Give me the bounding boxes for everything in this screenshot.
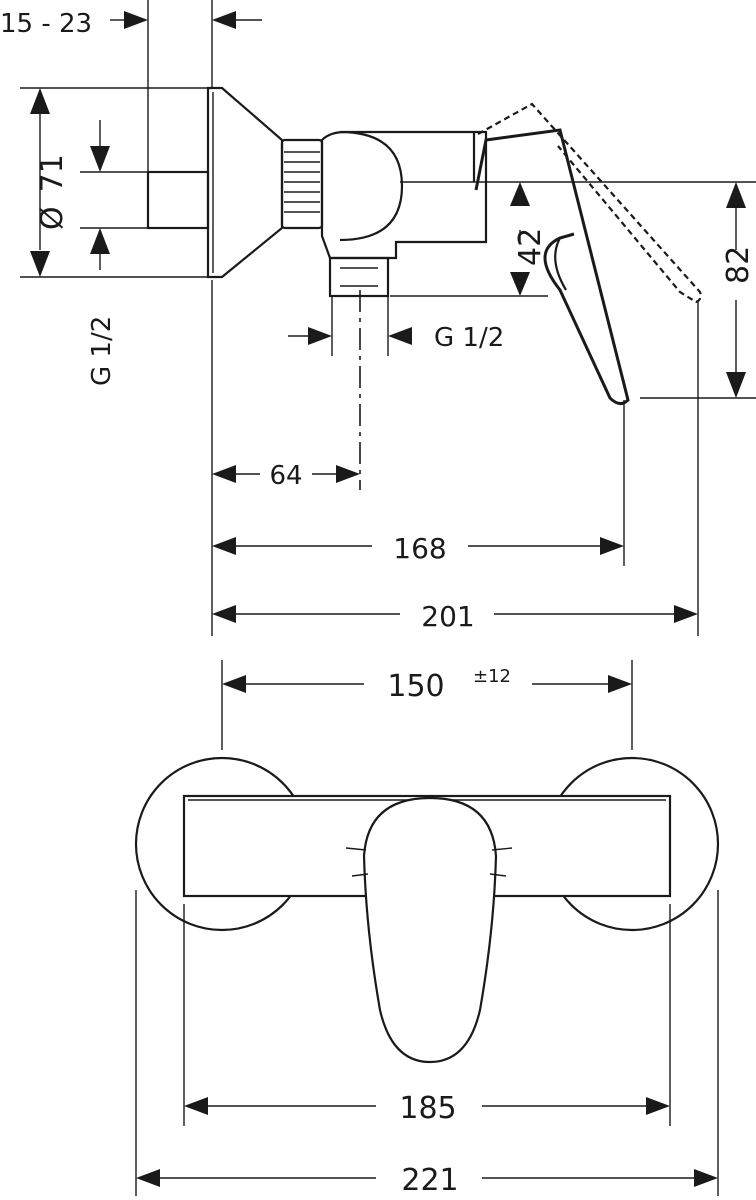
dim-wall-thickness: 15 - 23 <box>0 0 262 172</box>
dim-lever-reach: 168 <box>212 532 624 565</box>
lever-side <box>474 128 630 405</box>
center-distance-label: 150 <box>387 669 444 704</box>
lever-front <box>362 796 498 1064</box>
dim-inlet-thread: G 1/2 <box>80 120 148 386</box>
dim-lever-height: 82 <box>640 182 756 399</box>
overall-width-label: 221 <box>401 1163 458 1198</box>
dim-overall-depth: 201 <box>212 600 698 633</box>
outlet-fitting <box>328 256 390 298</box>
outlet-thread-label: G 1/2 <box>434 323 504 353</box>
front-view: 150 ±12 185 <box>134 660 720 1198</box>
diameter-value: 71 <box>35 154 70 192</box>
dim-center-distance: 150 ±12 <box>221 660 633 750</box>
diameter-label: Ø 71 <box>35 154 70 230</box>
svg-text:Ø71: Ø 71 <box>35 154 70 230</box>
dim-outlet-height: 42 <box>390 181 756 297</box>
lever-height-label: 82 <box>721 246 756 284</box>
inlet-thread-label: G 1/2 <box>87 316 117 386</box>
cartridge-curve <box>339 130 404 242</box>
diameter-symbol: Ø <box>35 206 70 230</box>
overall-depth-label: 201 <box>421 600 474 633</box>
lever-open-dashed <box>477 102 702 304</box>
dim-inlet-offset: 64 <box>212 461 360 491</box>
center-tolerance-label: ±12 <box>473 666 511 687</box>
wall-thickness-label: 15 - 23 <box>0 9 92 39</box>
nut-ribs <box>284 151 320 213</box>
dim-body-width: 185 <box>184 1091 670 1126</box>
dim-overall-width: 221 <box>136 1163 718 1198</box>
dim-outlet-thread: G 1/2 <box>288 296 504 356</box>
inlet-stub <box>146 170 210 230</box>
lever-reach-label: 168 <box>393 532 446 565</box>
lever-ticks <box>345 847 513 877</box>
ribbed-nut <box>280 138 324 230</box>
side-view: 15 - 23 Ø 71 G 1/2 <box>0 0 756 636</box>
rosette-side <box>206 86 284 279</box>
body-width-label: 185 <box>399 1091 456 1126</box>
dim-diameter: Ø 71 <box>20 87 210 278</box>
outlet-height-label: 42 <box>513 228 548 266</box>
inlet-offset-label: 64 <box>269 461 302 491</box>
